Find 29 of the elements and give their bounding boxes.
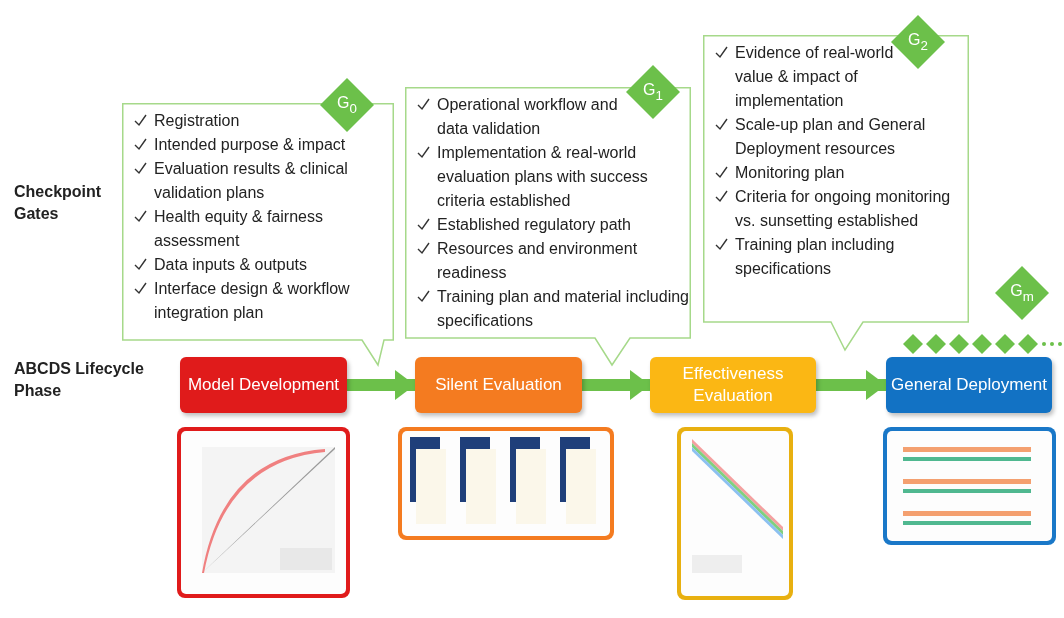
checklist-item: Criteria for ongoing monitoring vs. sunsetting established	[735, 188, 951, 229]
arrow	[582, 370, 650, 400]
gate-diamond: G$_{1}$	[626, 65, 680, 119]
checklist-item: Training plan including specifications	[735, 236, 895, 277]
gate-diamond: G$_{0}$	[320, 78, 374, 132]
checklist-item: Intended purpose & impact	[154, 136, 346, 153]
checklist-callout	[703, 35, 969, 352]
checklist-item: Scale-up plan and General Deployment resources	[735, 116, 926, 157]
checklist-item: Evaluation results & clinical validation plans	[154, 160, 348, 201]
checklist-item: Registration	[154, 112, 240, 129]
arrow	[347, 370, 415, 400]
checklist-item: Implementation & real-world evaluation plans with success criteria established	[437, 144, 648, 209]
gate-diamond: G$_{m}$	[995, 266, 1049, 320]
row-label: ABCDS Lifecycle Phase	[14, 359, 145, 401]
phase-box: Silent Evaluation	[415, 357, 582, 413]
checklist-item: Data inputs & outputs	[154, 256, 307, 273]
checklist-item: Operational workflow and data validation	[437, 96, 618, 137]
arrow	[816, 370, 886, 400]
checklist-item: Established regulatory path	[437, 216, 631, 233]
checklist-item: Interface design & workflow integration plan	[154, 280, 350, 321]
row-label: Checkpoint Gates	[14, 182, 103, 224]
phase-box: Effectiveness Evaluation	[650, 357, 816, 413]
checklist-item: Training plan and material including specifications	[437, 288, 689, 329]
phase-box: General Deployment	[886, 357, 1052, 413]
checklist-item: Monitoring plan	[735, 164, 845, 181]
checklist-item: Health equity & fairness assessment	[154, 208, 323, 249]
phase-box: Model Development	[180, 357, 347, 413]
checklist-item: Resources and environment readiness	[437, 240, 638, 281]
checklist-item: Evidence of real-world value & impact of implementation	[735, 44, 894, 109]
